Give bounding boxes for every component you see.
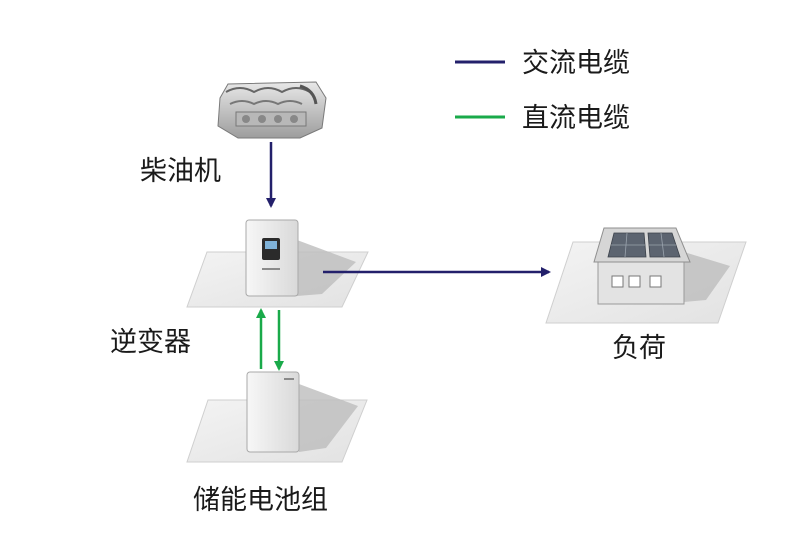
diesel-engine-icon [217, 81, 327, 139]
battery-cabinet-icon [246, 371, 300, 453]
legend-dc-label: 直流电缆 [522, 103, 630, 134]
inverter-icon [245, 219, 299, 297]
house-solar-roof-icon [593, 227, 691, 305]
battery-label: 储能电池组 [193, 485, 328, 516]
legend: 交流电缆 直流电缆 [455, 48, 630, 134]
inverter-label: 逆变器 [110, 327, 191, 358]
engine-label: 柴油机 [140, 156, 221, 187]
legend-ac-label: 交流电缆 [522, 48, 630, 79]
load-label: 负荷 [612, 333, 666, 364]
